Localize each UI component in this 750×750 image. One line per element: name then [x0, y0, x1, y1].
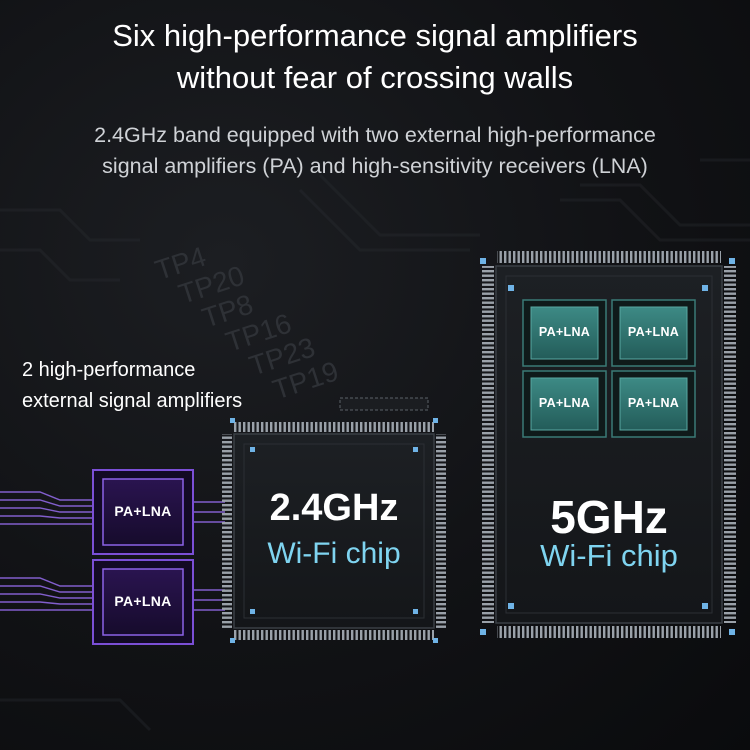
external-amplifier-1-label: PA+LNA	[114, 503, 172, 519]
external-amplifier-caption: 2 high-performance external signal ampli…	[22, 355, 242, 417]
caption-line-1: 2 high-performance	[22, 359, 196, 381]
external-amplifier-1	[92, 469, 194, 555]
external-amplifier-2	[92, 559, 194, 645]
chip-5ghz-band: 5GHz	[550, 491, 668, 543]
internal-amplifier-4-label: PA+LNA	[627, 396, 680, 410]
subtitle-line-2: signal amplifiers (PA) and high-sensitiv…	[102, 154, 648, 178]
internal-amplifier-4	[611, 370, 696, 438]
external-amplifier-2-label: PA+LNA	[114, 593, 172, 609]
smd-component	[339, 397, 429, 411]
chip-2-4ghz-label: Wi-Fi chip	[267, 537, 401, 570]
caption-line-2: external signal amplifiers	[22, 390, 243, 412]
internal-amplifier-1	[522, 299, 607, 367]
chip-2-4ghz	[222, 418, 446, 643]
internal-amplifier-1-label: PA+LNA	[538, 325, 591, 339]
internal-amplifier-3	[522, 370, 607, 438]
headline-line-2: without fear of crossing walls	[176, 60, 574, 95]
subtitle-line-1: 2.4GHz band equipped with two external h…	[94, 123, 656, 147]
internal-amplifier-2	[611, 299, 696, 367]
headline-line-1: Six high-performance signal amplifiers	[112, 18, 638, 53]
background-silkscreen-labels: TP4 TP20 TP8 TP16 TP23 TP19	[151, 241, 342, 406]
chip-2-4ghz-band: 2.4GHz	[269, 487, 399, 529]
chip-5ghz	[480, 251, 736, 638]
amplifier-traces	[0, 491, 225, 611]
internal-amplifier-2-label: PA+LNA	[627, 325, 680, 339]
background-traces	[0, 158, 750, 732]
chip-5ghz-label: Wi-Fi chip	[540, 538, 678, 573]
internal-amplifier-3-label: PA+LNA	[538, 396, 591, 410]
